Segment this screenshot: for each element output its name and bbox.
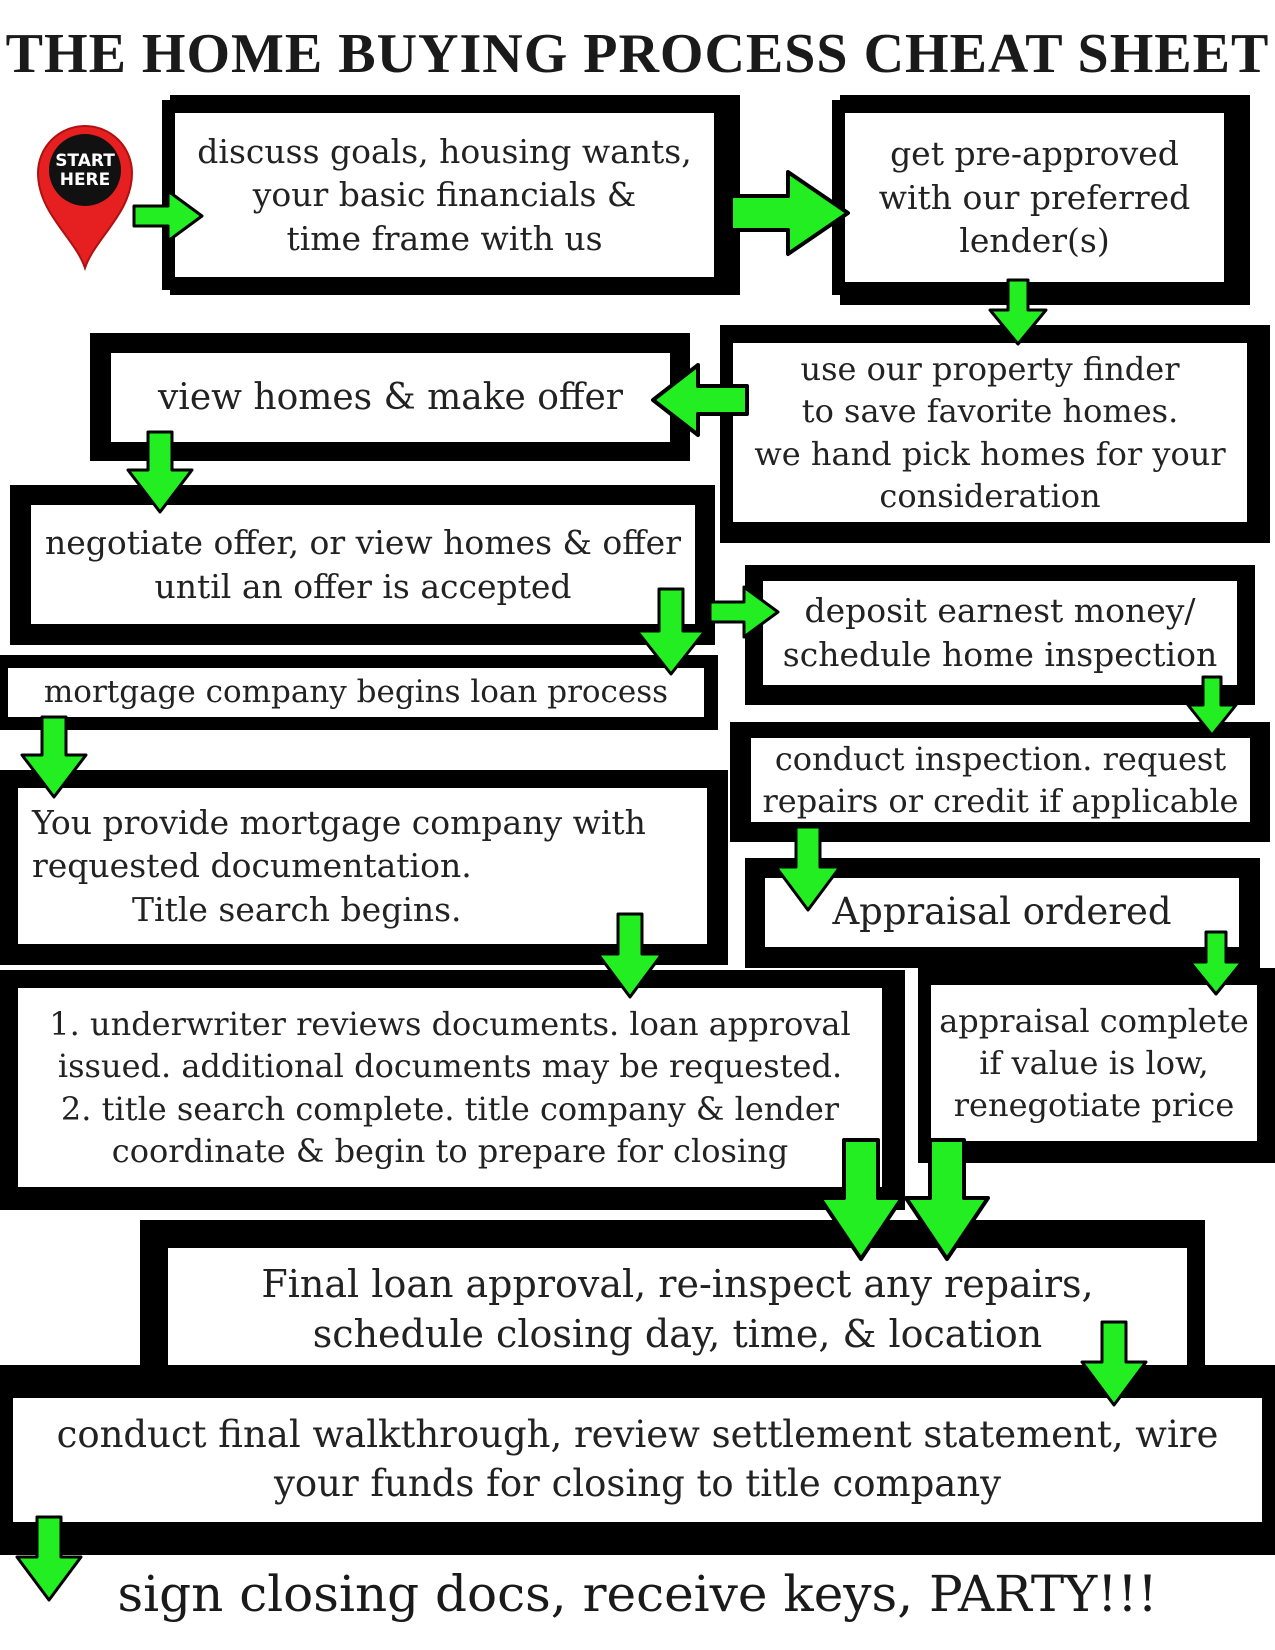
step-5-line-2: until an offer is accepted (154, 566, 572, 606)
step-3-line-3: we hand pick homes for your (754, 434, 1226, 473)
arrow-down-icon (1186, 675, 1238, 737)
step-11-line-2: issued. additional documents may be requ… (57, 1047, 843, 1086)
step-1-line-1: discuss goals, housing wants, (197, 131, 692, 171)
step-8-line-2: repairs or credit if applicable (762, 782, 1239, 820)
step-3-line-4: consideration (879, 476, 1101, 515)
step-11-line-1: 1. underwriter reviews documents. loan a… (49, 1005, 851, 1044)
step-6-line-1: deposit earnest money/ (804, 591, 1196, 631)
arrow-down-icon (1188, 930, 1244, 996)
arrow-down-icon (635, 587, 707, 677)
arrow-right-icon (708, 584, 780, 640)
arrow-down-icon (988, 278, 1048, 346)
step-12-line-3: renegotiate price (953, 1086, 1235, 1125)
arrow-right-icon (728, 168, 852, 258)
start-pin-line1: START (55, 151, 115, 171)
start-here-pin-icon: START HERE (30, 118, 140, 282)
step-4-line-1: view homes & make offer (157, 376, 624, 418)
arrow-down-icon (126, 430, 194, 515)
step-11-line-3: 2. title search complete. title company … (60, 1089, 840, 1128)
step-7-line-1: mortgage company begins loan process (43, 674, 669, 711)
step-13-line-2: schedule closing day, time, & location (312, 1312, 1043, 1356)
arrow-down-icon (15, 1515, 83, 1603)
step-12-line-2: if value is low, (979, 1043, 1209, 1082)
step-9-line-3: Title search begins. (132, 889, 462, 929)
step-2-line-3: lender(s) (959, 221, 1110, 261)
arrow-down-icon (818, 1138, 904, 1262)
arrow-down-icon (1080, 1320, 1148, 1408)
final-step-text: sign closing docs, receive keys, PARTY!!… (117, 1565, 1158, 1623)
page-title: THE HOME BUYING PROCESS CHEAT SHEET (5, 23, 1270, 85)
arrow-right-icon (132, 188, 204, 244)
arrow-left-icon (650, 362, 750, 438)
arrow-down-icon (774, 825, 842, 913)
step-9-line-1: You provide mortgage company with (32, 802, 646, 842)
step-8-line-1: conduct inspection. request (774, 739, 1227, 778)
step-6-line-2: schedule home inspection (782, 635, 1218, 674)
step-3-line-1: use our property finder (800, 350, 1180, 389)
arrow-down-icon (596, 912, 664, 1000)
step-2-line-1: get pre-approved (890, 134, 1179, 174)
step-1-line-3: time frame with us (286, 218, 603, 258)
start-pin-line2: HERE (60, 170, 111, 190)
step-3-line-2: to save favorite homes. (801, 392, 1179, 431)
step-14-line-2: your funds for closing to title company (273, 1462, 1002, 1505)
step-9-line-2: requested documentation. (32, 846, 472, 886)
step-1-line-2: your basic financials & (252, 175, 637, 215)
step-13-line-1: Final loan approval, re-inspect any repa… (261, 1261, 1094, 1306)
arrow-down-icon (20, 715, 88, 800)
step-14-line-1: conduct final walkthrough, review settle… (56, 1413, 1219, 1457)
step-10-line-1: Appraisal ordered (832, 890, 1172, 934)
step-11-line-4: coordinate & begin to prepare for closin… (111, 1131, 789, 1170)
arrow-down-icon (904, 1138, 990, 1262)
step-12-line-1: appraisal complete (939, 1001, 1249, 1040)
step-5-line-1: negotiate offer, or view homes & offer (45, 522, 681, 562)
step-2-line-2: with our preferred (878, 177, 1191, 217)
